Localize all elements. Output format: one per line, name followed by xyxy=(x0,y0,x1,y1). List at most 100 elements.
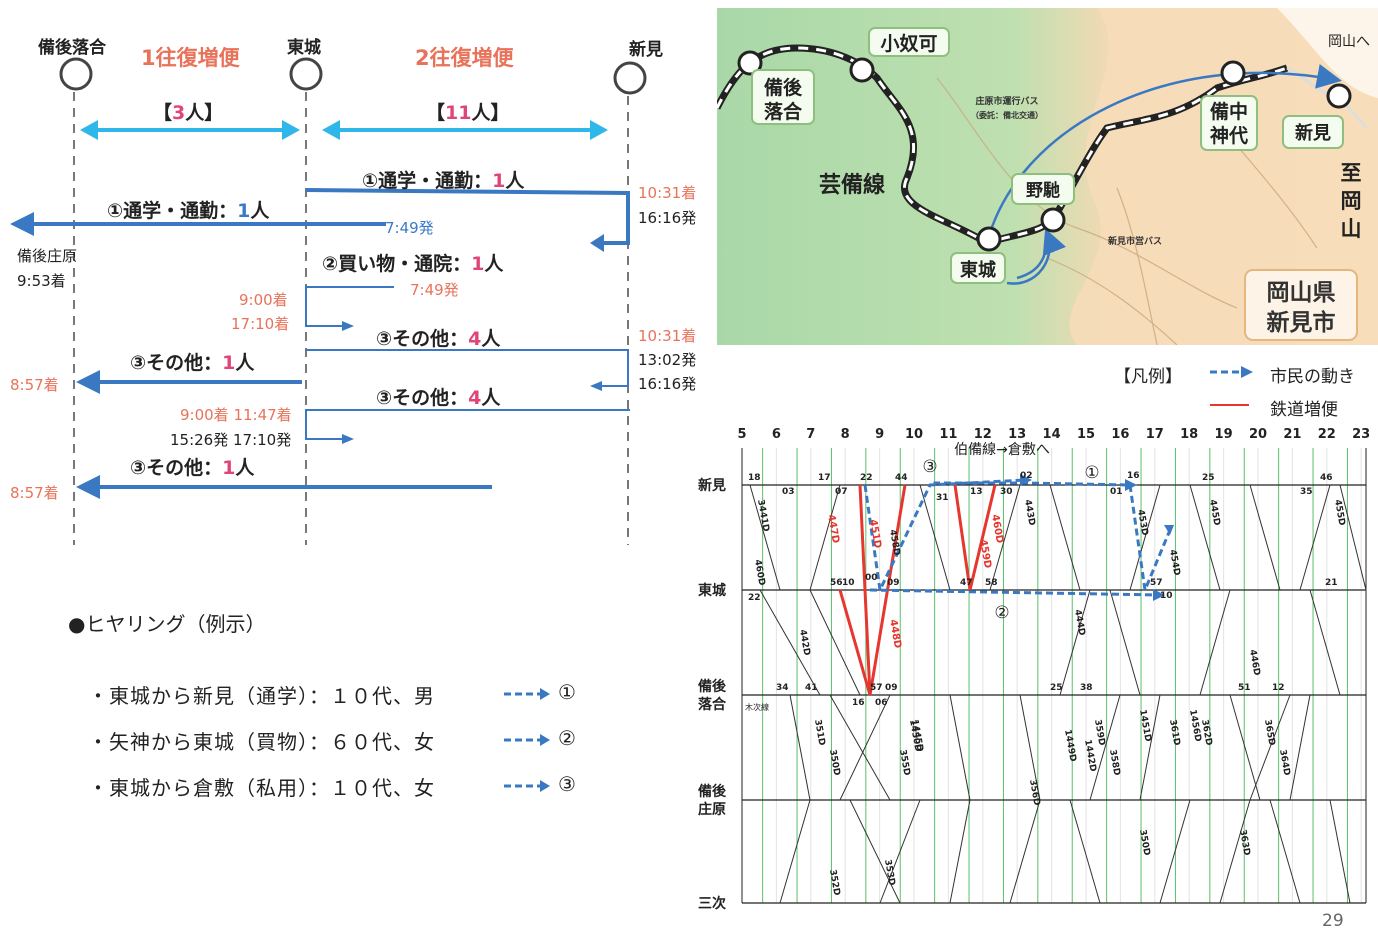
train-id: 446D xyxy=(1247,649,1261,677)
hour-tick-label: 8 xyxy=(841,427,850,442)
train-id: 363D xyxy=(1237,829,1251,857)
added-train-line xyxy=(953,484,972,591)
time-mark: 46 xyxy=(1320,473,1333,483)
timetable-note: 伯備線→倉敷へ xyxy=(954,442,1050,458)
time-mark: 25 xyxy=(1050,683,1063,693)
hour-tick-label: 11 xyxy=(939,427,957,442)
time-label: 8:57着 xyxy=(10,484,59,502)
train-id: 350D xyxy=(1137,829,1151,857)
train-id: 362D xyxy=(1199,719,1213,747)
time-label: 10:31着 xyxy=(638,327,697,345)
train-line xyxy=(989,484,1021,591)
movement-1 xyxy=(933,481,1131,487)
hearing-title: ●ヒヤリング（例示） xyxy=(68,612,266,636)
train-id: 356D xyxy=(1027,779,1041,807)
map-label-city: 新見市 xyxy=(1267,309,1336,336)
train-id: 1449D xyxy=(1062,729,1077,763)
segment-title-2: 2往復増便 xyxy=(415,46,514,70)
train-line xyxy=(1329,799,1351,904)
movement-number: ① xyxy=(1084,463,1099,483)
hearing-item: ・東城から倉敷（私用）：１０代、女 xyxy=(88,776,435,800)
train-line xyxy=(1129,484,1161,591)
legend-title: 【凡例】 xyxy=(1114,367,1182,387)
time-mark: 02 xyxy=(1020,471,1033,481)
hour-tick-label: 16 xyxy=(1111,427,1129,442)
trip-label: ③その他：4人 xyxy=(376,387,501,409)
time-mark: 58 xyxy=(985,578,998,588)
hour-tick-label: 5 xyxy=(737,427,746,442)
station-name: 東城 xyxy=(698,582,726,599)
trip-label: ③その他：4人 xyxy=(376,328,501,350)
station-name: 庄原 xyxy=(698,801,726,818)
map-label-bus1: 庄原市運行バス xyxy=(975,95,1038,107)
trip-label: ①通学・通勤：1人 xyxy=(107,200,270,222)
hearing-item: ・東城から新見（通学）：１０代、男 xyxy=(88,684,435,708)
time-mark: 57 xyxy=(870,683,883,693)
time-label: 9:00着 xyxy=(239,291,288,309)
train-line xyxy=(1339,484,1367,591)
map-label-bichu-kojiro: 神代 xyxy=(1210,124,1248,147)
time-mark: 38 xyxy=(1080,683,1093,693)
time-label: 7:49発 xyxy=(410,281,459,299)
hour-tick-label: 21 xyxy=(1283,427,1301,442)
movement-number: ③ xyxy=(922,457,937,477)
time-mark: 10 xyxy=(842,578,855,588)
train-line xyxy=(809,589,861,696)
station-name: 備後 xyxy=(698,783,727,800)
legend-swatches xyxy=(1210,366,1253,406)
hour-tick-label: 19 xyxy=(1215,427,1233,442)
time-mark: 21 xyxy=(1325,578,1338,588)
train-line xyxy=(1109,589,1141,696)
train-line xyxy=(839,694,891,801)
time-mark: 09 xyxy=(885,683,898,693)
train-line xyxy=(1049,484,1081,591)
branch-note: 木次線 xyxy=(745,702,769,712)
time-label: 17:10着 xyxy=(231,315,290,333)
station-circle xyxy=(613,61,647,95)
time-mark: 44 xyxy=(895,473,908,483)
time-mark: 51 xyxy=(1238,683,1251,693)
time-label: 10:31着 xyxy=(638,184,697,202)
trip-label: ③その他：1人 xyxy=(130,352,255,374)
train-line xyxy=(1009,799,1041,904)
hour-tick-label: 9 xyxy=(875,427,884,442)
time-mark: 07 xyxy=(835,487,848,497)
station-circle xyxy=(289,57,323,91)
time-mark: 16 xyxy=(852,698,865,708)
train-line xyxy=(809,484,841,591)
train-id: 350D xyxy=(827,749,841,777)
map-label-bichu-kojiro: 備中 xyxy=(1210,100,1248,123)
train-line xyxy=(1219,799,1251,904)
hour-tick-label: 17 xyxy=(1146,427,1164,442)
time-mark: 25 xyxy=(1202,473,1215,483)
train-id: 454D xyxy=(1167,549,1181,577)
train-id-red: 447D xyxy=(825,514,841,545)
route-map: 小奴可 備後 落合 芸備線 野馳 東城 備中 神代 新見 岡山へ 至 岡 山 庄… xyxy=(717,8,1378,345)
train-line xyxy=(829,694,891,801)
movement-arrowhead xyxy=(1153,589,1165,601)
segment-count-1: 【3人】 xyxy=(153,102,224,124)
train-id: 445D xyxy=(1207,499,1221,527)
train-id: 442D xyxy=(797,629,811,657)
time-label: 13:02発 xyxy=(638,351,697,369)
time-mark: 30 xyxy=(1000,487,1013,497)
time-mark: 22 xyxy=(860,473,873,483)
hour-tick-label: 7 xyxy=(806,427,815,442)
time-label: 8:57着 xyxy=(10,376,59,394)
movement-1b xyxy=(1128,484,1172,596)
hour-tick-label: 13 xyxy=(1008,427,1026,442)
added-train-line xyxy=(968,484,997,591)
train-id: 353D xyxy=(882,859,896,887)
time-mark: 47 xyxy=(960,578,973,588)
time-label: 15:26発 17:10発 xyxy=(170,431,292,449)
movement-3 xyxy=(863,478,1026,596)
train-id: 443D xyxy=(1022,499,1036,527)
trip-label: ②買い物・通院：1人 xyxy=(322,253,504,275)
map-label-oka: 岡 xyxy=(1341,189,1362,213)
map-label-bus1b: （委託：備北交通） xyxy=(971,110,1043,120)
train-line xyxy=(1089,694,1121,801)
time-mark: 34 xyxy=(776,683,789,693)
station-name: 落合 xyxy=(698,696,727,713)
movement-arrowhead xyxy=(1020,474,1032,486)
time-mark: 09 xyxy=(887,578,900,588)
